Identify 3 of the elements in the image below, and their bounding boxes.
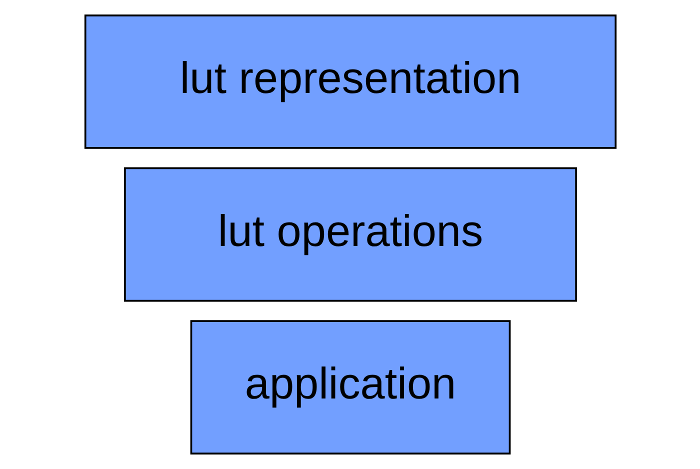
node-box: application (190, 320, 510, 455)
node-box: lut representation (84, 14, 616, 149)
node-box: lut operations (124, 167, 576, 302)
